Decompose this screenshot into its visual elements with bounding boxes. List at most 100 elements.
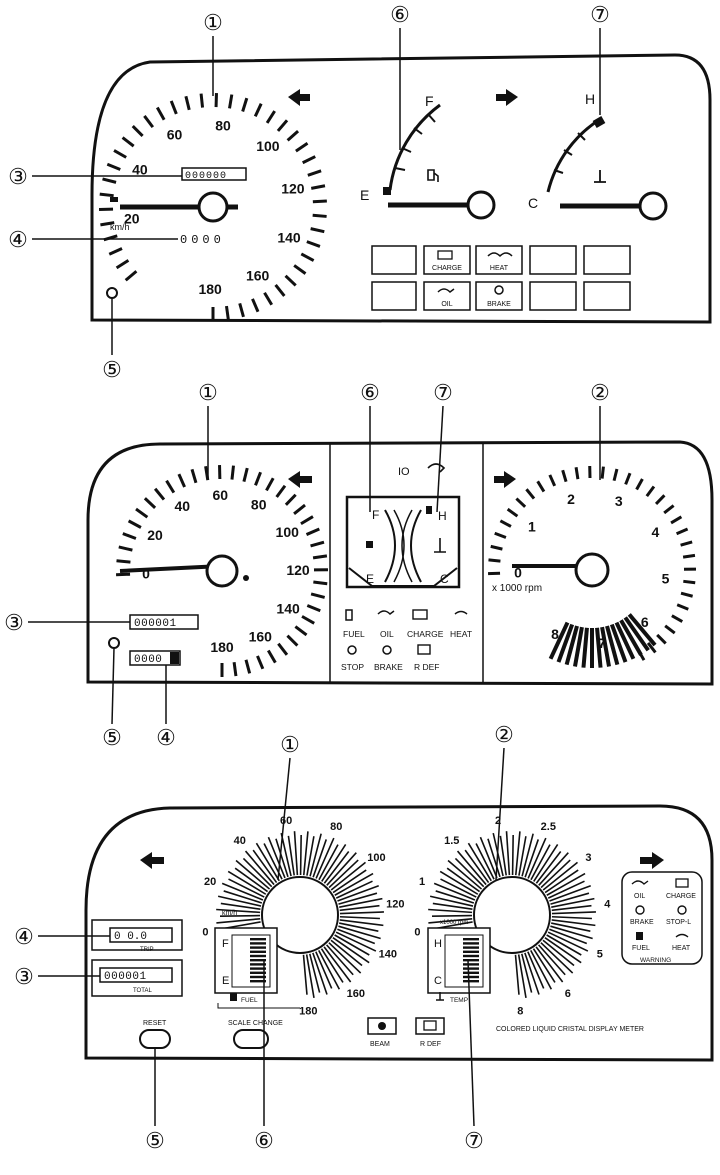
panel-3-scale-change-button[interactable] <box>234 1030 268 1048</box>
panel-2-temp-cold: C <box>440 572 449 586</box>
bar-segment <box>250 955 266 957</box>
gauge-tick-label: 40 <box>174 498 190 514</box>
gauge-tick-label: 100 <box>367 852 385 864</box>
panel-1-temp-cold: C <box>528 195 538 211</box>
panel-3-fuel-label: FUEL <box>241 997 258 1004</box>
bar-segment <box>463 955 479 957</box>
panel-3-fuel-icon-warn <box>636 932 643 940</box>
panel-3-callout-4: ④ <box>14 924 34 949</box>
panel-1-odometer-digits: 000000 <box>185 171 227 182</box>
gauge-tick-label: 80 <box>215 118 231 134</box>
speed-tick <box>294 505 305 514</box>
panel-2-oil-icon-top <box>428 464 444 472</box>
panel-1-oil-can-icon <box>438 289 454 292</box>
speed-tick <box>201 94 202 108</box>
speed-tick <box>243 98 247 111</box>
speed-tick <box>301 517 313 524</box>
speed-tick <box>287 636 297 646</box>
bar-segment <box>250 938 266 940</box>
lcd-segment <box>507 831 510 875</box>
panel-2-callout-5: ⑤ <box>102 725 122 750</box>
gauge-tick-label: 60 <box>167 126 183 142</box>
panel-1-unit: km/h <box>110 222 130 232</box>
speed-tick <box>155 489 164 500</box>
bar-segment <box>463 976 479 978</box>
panel-1-fuel-empty: E <box>360 187 369 203</box>
panel-1-odometer: 000000 <box>182 168 246 182</box>
bar-segment <box>463 980 479 982</box>
panel-1-needle-stop <box>110 197 118 202</box>
panel-3-brake-icon <box>636 906 644 914</box>
panel-2-temp-arc <box>411 510 421 582</box>
panel-3-callout-3: ③ <box>14 964 34 989</box>
bar-segment <box>463 963 479 965</box>
panel-1-callout-5: ⑤ <box>102 357 122 382</box>
panel-1-trip-digits: 0000 <box>180 233 225 247</box>
speed-tick <box>244 468 247 482</box>
panel-3-total-display: 000001 TOTAL <box>92 960 182 996</box>
panel-3-trip-digits: 0 0.0 <box>114 931 147 943</box>
panel-2-tach-redzone <box>551 614 655 668</box>
speed-tick <box>313 556 327 558</box>
speed-tick <box>100 194 114 196</box>
speed-tick <box>109 248 122 254</box>
gauge-tick-label: 80 <box>330 821 342 833</box>
bar-segment <box>250 942 266 944</box>
bar-segment <box>463 967 479 969</box>
panel-3-reset-button[interactable] <box>140 1030 170 1048</box>
speed-tick <box>116 561 130 562</box>
speed-tick <box>107 164 120 169</box>
speed-tick <box>252 299 258 312</box>
tach-tick <box>602 467 603 479</box>
bar-segment <box>463 942 479 944</box>
speed-tick <box>167 481 174 493</box>
bar-segment <box>463 959 479 961</box>
gauge-tick-label: 1 <box>419 876 425 888</box>
speed-tick <box>255 472 260 485</box>
panel-2-oil-label: OIL <box>380 629 394 639</box>
tach-tick <box>664 506 673 513</box>
panel-1-temp-gauge: H C <box>528 91 666 219</box>
panel-3-stop-icon <box>678 906 686 914</box>
speed-tick <box>192 469 196 482</box>
speed-tick <box>186 96 189 110</box>
lcd-segment <box>295 831 298 875</box>
tach-tick <box>626 473 630 484</box>
speed-tick <box>240 303 244 316</box>
lcd-segment <box>513 835 514 875</box>
bar-segment <box>250 951 266 953</box>
gauge-tick-label: 4 <box>652 524 660 540</box>
tach-tick <box>681 542 693 545</box>
speed-tick <box>230 95 232 109</box>
speed-tick <box>268 650 275 662</box>
panel-3-callout-6: ⑥ <box>254 1128 274 1153</box>
panel-2-stop-icon <box>348 646 356 654</box>
gauge-tick-label: 140 <box>277 230 301 246</box>
redzone-segment <box>583 628 586 668</box>
tach-tick <box>671 517 681 523</box>
speed-tick <box>157 108 164 120</box>
speed-tick <box>171 101 176 114</box>
gauge-tick-label: 160 <box>246 268 270 284</box>
speed-tick <box>267 111 275 123</box>
speed-tick <box>301 254 313 261</box>
speed-tick <box>266 478 273 490</box>
tach-tick <box>538 481 544 491</box>
gauge-tick-label: 3 <box>585 852 591 864</box>
panel-3-fuel-warn-label: FUEL <box>632 945 650 952</box>
panel-3-heat-label: HEAT <box>672 945 691 952</box>
panel-2-tach-unit: x 1000 rpm <box>492 583 542 594</box>
panel-3-warning-title: WARNING <box>640 957 671 964</box>
tach-tick <box>647 486 654 496</box>
gauge-tick-label: 160 <box>347 988 365 1000</box>
lcd-segment <box>515 955 518 995</box>
gauge-tick-label: 120 <box>286 562 310 578</box>
tach-tick <box>656 495 664 504</box>
panel-3-temp-label: TEMP <box>450 997 468 1004</box>
lcd-segment <box>519 954 526 997</box>
lcd-segment <box>432 916 472 917</box>
lcd-segment <box>428 910 472 913</box>
panel-1-left-arrow-icon <box>288 89 310 106</box>
